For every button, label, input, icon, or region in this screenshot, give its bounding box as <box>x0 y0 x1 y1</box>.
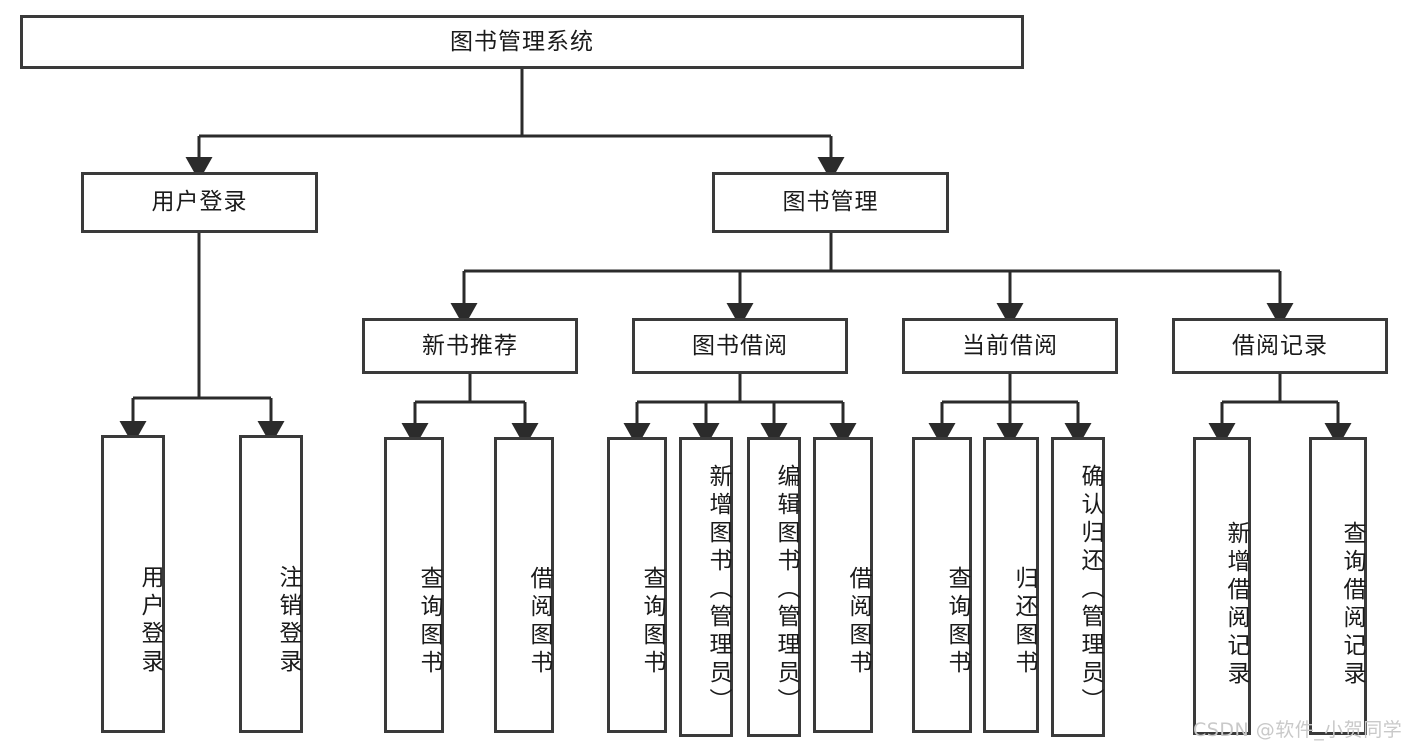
node-label: 查询图书 <box>639 566 665 678</box>
node-label: 图书借阅 <box>692 332 788 359</box>
node-user-login[interactable]: 用户登录 <box>81 172 318 233</box>
node-leaf-borrow-book[interactable]: 借阅图书 <box>813 437 873 733</box>
node-label: 图书管理系统 <box>450 28 594 55</box>
node-label: 注销登录 <box>275 565 301 677</box>
node-label: 借阅图书 <box>845 566 871 678</box>
node-label: 确认归还（管理员） <box>1077 464 1103 716</box>
node-label: 查询图书 <box>416 566 442 678</box>
node-leaf-user-login[interactable]: 用户登录 <box>101 435 165 733</box>
node-label: 新增借阅记录 <box>1223 521 1249 689</box>
node-label: 当前借阅 <box>962 332 1058 359</box>
node-new-book-recommend[interactable]: 新书推荐 <box>362 318 578 374</box>
node-label: 图书管理 <box>782 189 879 216</box>
node-book-management[interactable]: 图书管理 <box>712 172 949 233</box>
node-label: 编辑图书（管理员） <box>773 464 799 716</box>
node-leaf-borrow-book-recommend[interactable]: 借阅图书 <box>494 437 554 733</box>
node-leaf-return-book[interactable]: 归还图书 <box>983 437 1039 733</box>
node-label: 查询借阅记录 <box>1339 521 1365 689</box>
node-label: 用户登录 <box>137 565 163 677</box>
node-leaf-add-borrow-record[interactable]: 新增借阅记录 <box>1193 437 1251 735</box>
node-leaf-query-book-borrow[interactable]: 查询图书 <box>607 437 667 733</box>
node-label: 用户登录 <box>151 189 248 216</box>
node-leaf-edit-book-admin[interactable]: 编辑图书（管理员） <box>747 437 801 737</box>
node-leaf-query-book-recommend[interactable]: 查询图书 <box>384 437 444 733</box>
node-current-borrow[interactable]: 当前借阅 <box>902 318 1118 374</box>
node-leaf-confirm-return-admin[interactable]: 确认归还（管理员） <box>1051 437 1105 737</box>
node-leaf-logout[interactable]: 注销登录 <box>239 435 303 733</box>
node-book-borrow[interactable]: 图书借阅 <box>632 318 848 374</box>
node-root-system[interactable]: 图书管理系统 <box>20 15 1024 69</box>
node-label: 查询图书 <box>944 566 970 678</box>
node-label: 归还图书 <box>1011 566 1037 678</box>
node-label: 借阅记录 <box>1232 332 1328 359</box>
node-label: 新增图书（管理员） <box>705 464 731 716</box>
node-borrow-record[interactable]: 借阅记录 <box>1172 318 1388 374</box>
node-leaf-query-book-current[interactable]: 查询图书 <box>912 437 972 733</box>
node-leaf-add-book-admin[interactable]: 新增图书（管理员） <box>679 437 733 737</box>
node-label: 新书推荐 <box>422 332 518 359</box>
node-label: 借阅图书 <box>526 566 552 678</box>
node-leaf-query-borrow-record[interactable]: 查询借阅记录 <box>1309 437 1367 735</box>
